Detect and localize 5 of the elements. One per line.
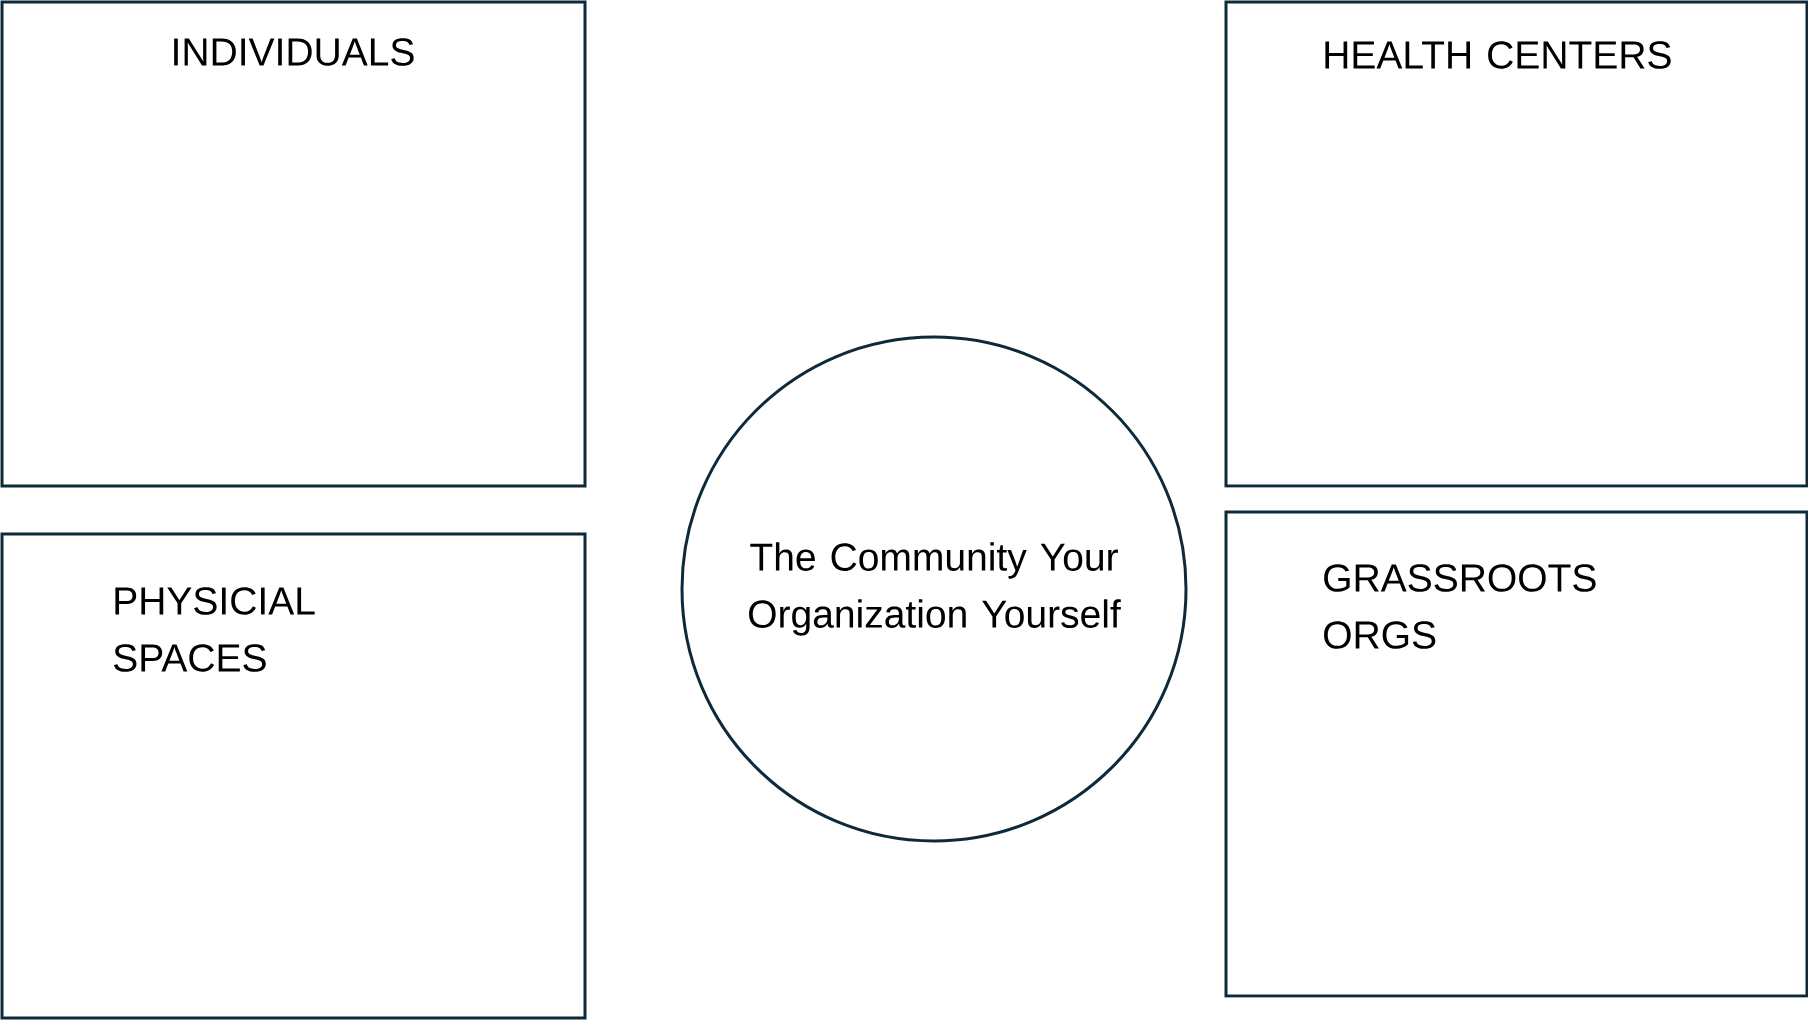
circle-label: The Community Your Organization Yourself — [749, 542, 1121, 636]
heading: HEALTH CENTERS — [1325, 41, 1671, 69]
heading: INDIVIDUALS — [174, 38, 414, 66]
heading: GRASSROOTS ORGS — [1324, 564, 1596, 649]
heading: PHYSICIAL SPACES — [114, 587, 315, 672]
